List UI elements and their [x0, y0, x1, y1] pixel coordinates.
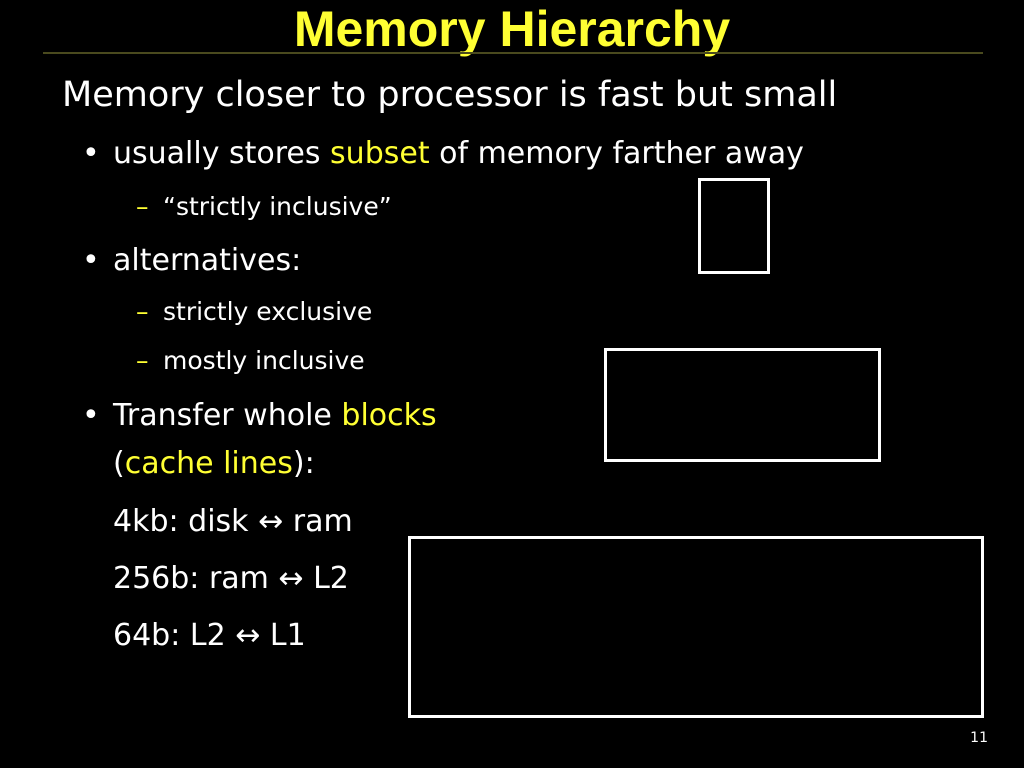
sub-bullet-mostly-inclusive-text: mostly inclusive [163, 346, 365, 375]
sub-bullet-strictly-exclusive-text: strictly exclusive [163, 297, 373, 326]
heading-text: Memory closer to processor is fast but s… [62, 75, 838, 115]
sub-bullet-strictly-exclusive: –strictly exclusive [136, 295, 372, 329]
dash-marker: – [136, 346, 149, 375]
title-divider [43, 52, 983, 54]
bullet-transfer-highlight: blocks [341, 398, 437, 433]
block-size-l2-l1: 64b: L2 ↔ L1 [113, 618, 306, 653]
bullet-alternatives: • alternatives: [82, 241, 301, 281]
dash-marker: – [136, 192, 149, 221]
dash-marker: – [136, 297, 149, 326]
sub-bullet-strictly-inclusive-text: “strictly inclusive” [163, 192, 392, 221]
medium-memory-box [604, 348, 881, 462]
page-number: 11 [970, 730, 988, 746]
bullet-marker: • [82, 398, 100, 433]
bullet-alternatives-text: alternatives: [113, 243, 302, 278]
bullet-marker: • [82, 136, 100, 171]
bullet-marker: • [82, 243, 100, 278]
bullet-transfer-highlight-2: cache lines [124, 446, 293, 481]
bullet-transfer: • Transfer whole blocks [82, 396, 437, 436]
slide-title: Memory Hierarchy [293, 1, 731, 57]
bullet-subset-before: usually stores [113, 136, 331, 171]
block-size-disk-ram: 4kb: disk ↔ ram [113, 504, 353, 539]
bullet-subset-after: of memory farther away [429, 136, 804, 171]
bullet-subset-highlight: subset [330, 136, 430, 171]
block-size-ram-l2: 256b: ram ↔ L2 [113, 561, 349, 596]
sub-bullet-mostly-inclusive: –mostly inclusive [136, 344, 365, 378]
small-memory-box [698, 178, 770, 274]
large-memory-box [408, 536, 984, 718]
bullet-transfer-continued: (cache lines): [113, 444, 315, 484]
paren-open: ( [113, 446, 125, 481]
paren-close: ): [292, 446, 315, 481]
bullet-subset: • usually stores subset of memory farther… [82, 134, 804, 174]
sub-bullet-strictly-inclusive: –“strictly inclusive” [136, 190, 392, 224]
bullet-transfer-before: Transfer whole [113, 398, 342, 433]
